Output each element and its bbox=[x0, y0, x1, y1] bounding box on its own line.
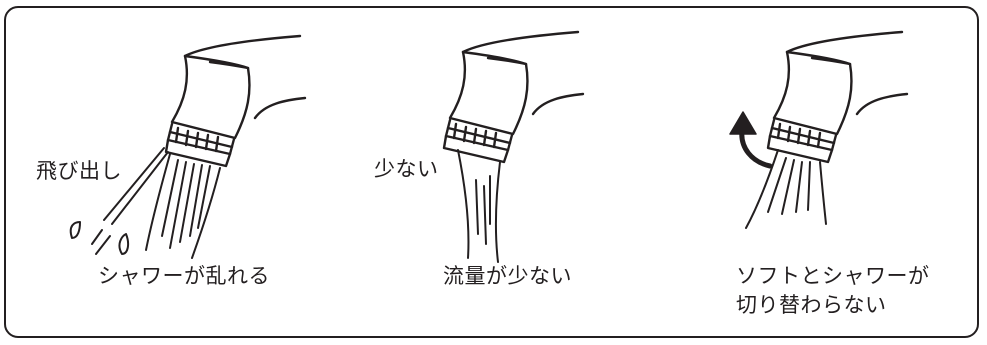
water-spray-1 bbox=[91, 147, 221, 259]
faucet-2 bbox=[442, 30, 585, 164]
caption-mode-switch-line1: ソフトとシャワーが bbox=[736, 264, 930, 288]
callout-spray-out: 飛び出し bbox=[36, 159, 122, 183]
faucet-3 bbox=[766, 30, 909, 164]
water-stream-2 bbox=[457, 149, 501, 263]
callout-low: 少ない bbox=[374, 157, 439, 181]
rotate-arrow-icon bbox=[729, 111, 773, 169]
caption-shower-disturbed: シャワーが乱れる bbox=[98, 264, 270, 288]
water-droplets-1 bbox=[69, 221, 130, 255]
illustration-frame bbox=[4, 6, 979, 338]
caption-mode-switch-line2: 切り替わらない bbox=[736, 293, 887, 317]
water-spray-3 bbox=[745, 149, 827, 229]
faucet-1 bbox=[164, 34, 307, 168]
caption-low-flow: 流量が少ない bbox=[443, 264, 572, 288]
